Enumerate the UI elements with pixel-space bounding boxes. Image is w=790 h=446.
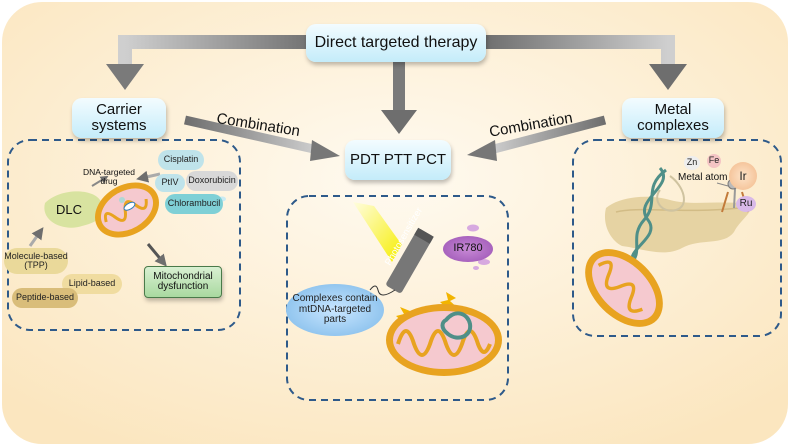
peptide-based-blob: Peptide-based [12,288,78,308]
metal-atom-label: Metal atom [678,172,728,183]
mitochondrion-center [386,304,502,376]
fe-label: Fe [707,154,721,168]
center-panel-border [286,195,509,401]
dna-helix [627,168,667,268]
chlorambucil-blob: Chlorambucil [165,194,223,214]
carrier-systems-box: Carrier systems [72,98,166,138]
combination-arrows [184,115,607,161]
cell-membrane-sheet [604,196,752,253]
mitochondrion-right [585,249,663,327]
ir-label: Ir [729,162,757,190]
dlc-label: DLC [56,202,83,217]
ir780-blob: IR780 [443,236,493,262]
ru-label: Ru [736,196,756,212]
center-panel-graphics [353,202,502,376]
complexes-blob: Complexes contain mtDNA-targeted parts [286,284,384,336]
mitochondrial-dysfunction-box: Mitochondrial dysfunction [144,266,222,298]
molecule-based-blob: Molecule-based (TPP) [4,248,68,274]
ptiv-blob: PtIV [155,174,185,192]
top-arrows [106,35,687,134]
therapy-box: PDT PTT PCT [345,140,451,180]
left-panel-graphics [28,170,226,267]
metal-complexes-box: Metal complexes [622,98,724,138]
light-beam [353,202,402,262]
zn-label: Zn [684,156,700,170]
doxorubicin-blob: Doxorubicin [186,171,238,191]
cisplatin-blob: Cisplatin [158,150,204,170]
left-panel-border [7,139,241,331]
right-panel-graphics [585,167,752,327]
photosensitizer-device [386,227,434,293]
direct-therapy-box: Direct targeted therapy [306,24,486,62]
lipid-based-blob: Lipid-based [62,274,122,294]
dna-targeted-drug-label: DNA-targeted drug [83,167,135,186]
dlc-blob [44,191,104,228]
mitochondrion-left [95,182,159,238]
